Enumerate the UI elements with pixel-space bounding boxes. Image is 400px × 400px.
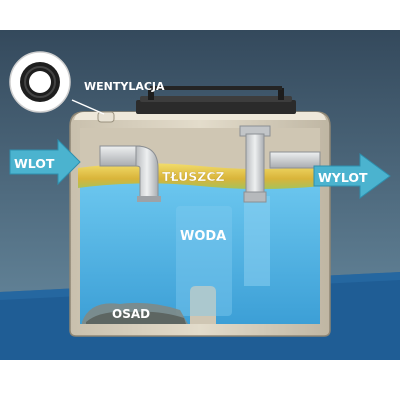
lid-handle-icon-right (278, 88, 284, 100)
lid-handle-icon (148, 88, 154, 100)
vent-leader-line (71, 99, 105, 115)
outlet-arrow-icon (313, 153, 391, 199)
lid-handle-bar (150, 86, 282, 90)
tank-lid (136, 100, 296, 114)
inlet-arrow-icon (9, 138, 81, 186)
outlet-pipe-joint (243, 191, 267, 203)
inlet-label: WLOT (14, 156, 55, 171)
inlet-pipe-end (137, 196, 161, 202)
sediment-dark (86, 311, 186, 324)
vent-nozzle (97, 111, 115, 123)
inner-chamber (176, 206, 232, 316)
ventilation-label: WENTYLACJA (84, 80, 165, 93)
water-label: WODA (180, 229, 226, 244)
outlet-side-pipe (269, 151, 321, 169)
ventilation-ring-groove (24, 66, 56, 98)
lid-top (140, 96, 292, 102)
outlet-pipe-upper (245, 133, 265, 195)
ventilation-ring-hole (29, 71, 51, 93)
outlet-riser-underwater (244, 196, 270, 286)
inlet-pipe (99, 145, 141, 167)
outlet-label: WYLOT (318, 170, 368, 185)
sediment-label: OSAD (112, 307, 150, 321)
grease-label: TŁUSZCZ (162, 169, 225, 184)
